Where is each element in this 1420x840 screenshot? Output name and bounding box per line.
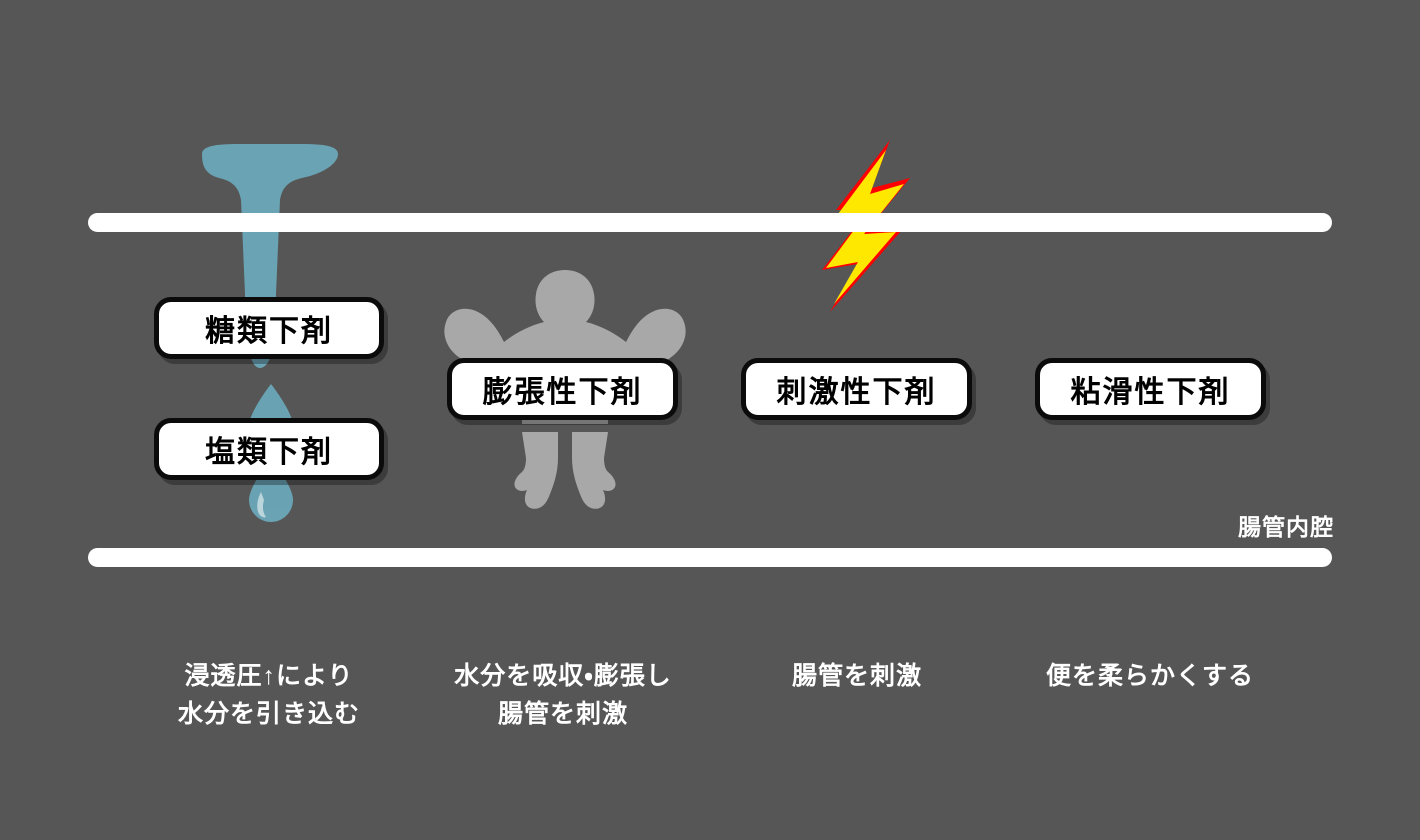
chip-sugar-laxative[interactable]: 糖類下剤 [154,297,384,359]
caption-line: 水分を引き込む [177,700,360,728]
chip-bulk-forming-laxative[interactable]: 膨張性下剤 [447,358,678,420]
caption-line: 便を柔らかくする [1045,662,1254,690]
chip-stimulant-laxative[interactable]: 刺激性下剤 [741,358,972,420]
caption-stimulant-laxative: 腸管を刺激 [727,657,987,695]
caption-line: 浸透圧↑により [184,662,354,690]
intestinal-wall-top [88,213,1332,232]
intestinal-wall-bottom [88,548,1332,567]
caption-line: 水分を吸収・膨張し [454,662,672,690]
caption-emollient-laxative: 便を柔らかくする [1020,657,1280,695]
lumen-label: 腸管内腔 [1238,514,1334,540]
caption-line: 腸管を刺激 [497,700,628,728]
caption-line: 腸管を刺激 [791,662,922,690]
chip-emollient-laxative[interactable]: 粘滑性下剤 [1035,358,1266,420]
caption-sugar-laxative: 浸透圧↑により 水分を引き込む [139,657,399,733]
water-stream-icon [202,144,338,368]
chip-saline-laxative[interactable]: 塩類下剤 [154,418,384,480]
caption-bulk-forming-laxative: 水分を吸収・膨張し 腸管を刺激 [433,657,693,733]
